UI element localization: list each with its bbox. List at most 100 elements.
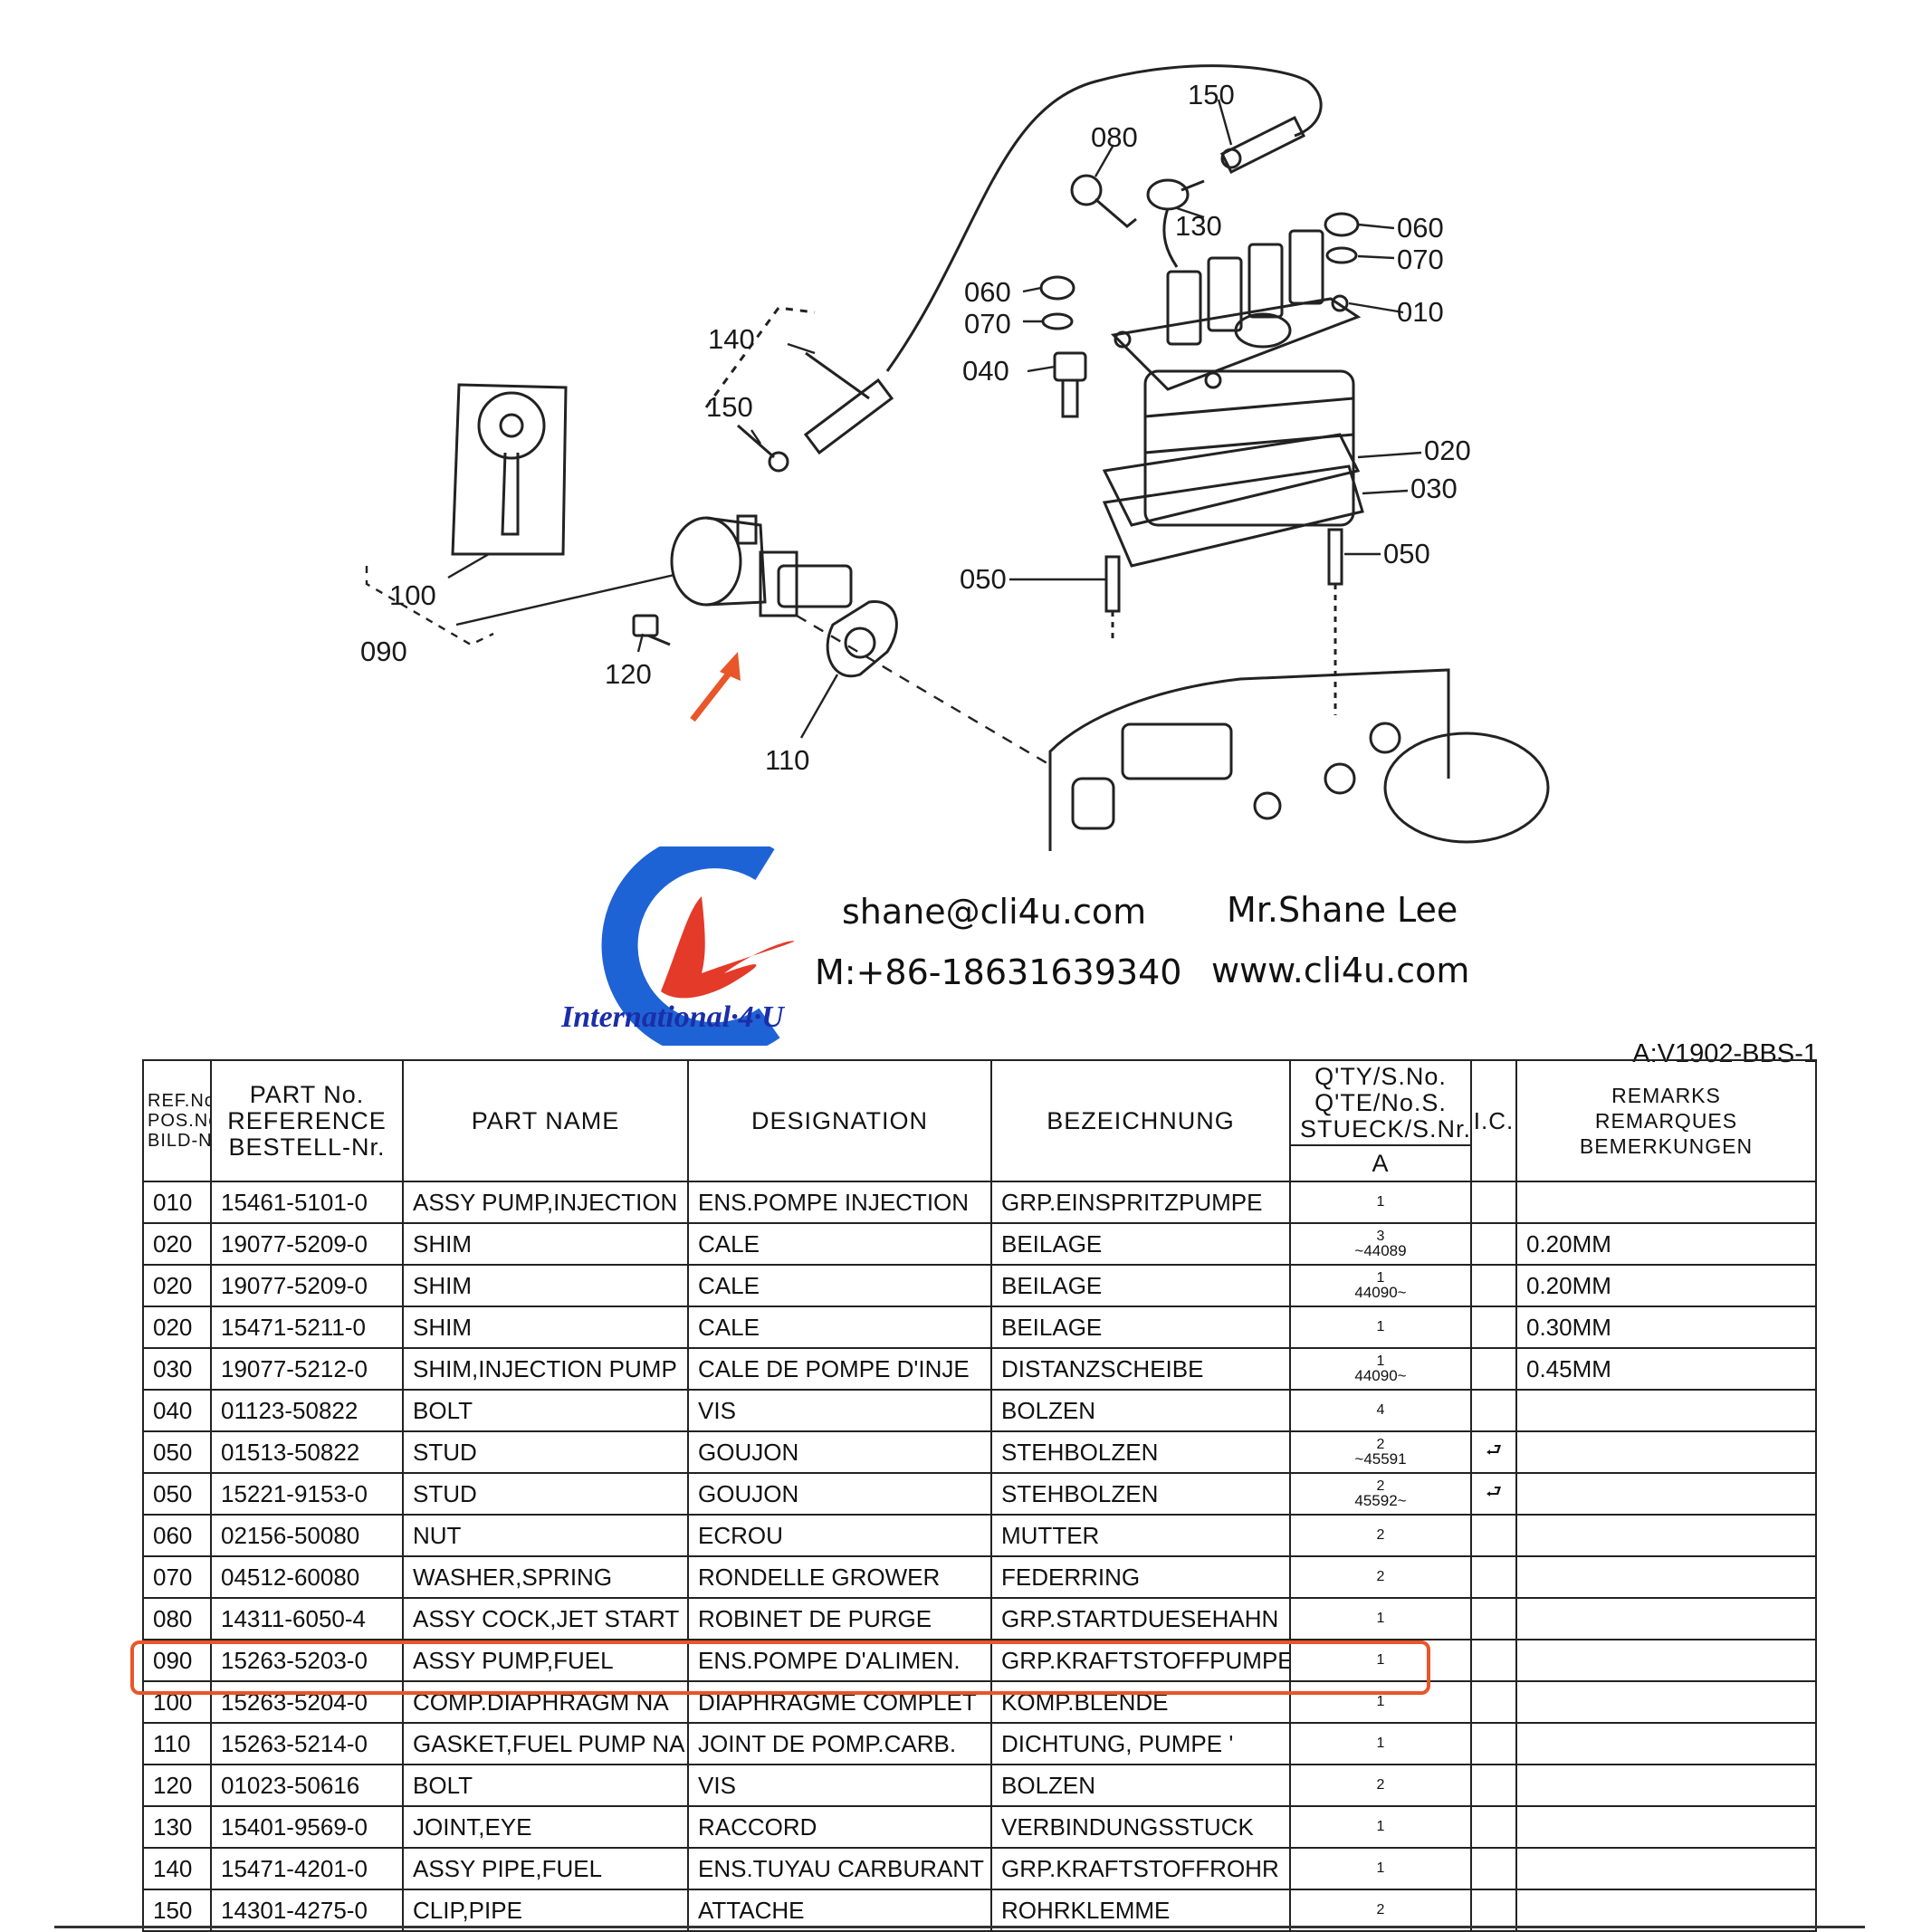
cell-remarks bbox=[1515, 1555, 1817, 1599]
cell-remarks bbox=[1515, 1472, 1817, 1516]
cell-part-no: 02156-50080 bbox=[210, 1514, 404, 1557]
cell-part-name: ASSY PIPE,FUEL bbox=[402, 1847, 689, 1890]
cell-part-no: 01123-50822 bbox=[210, 1389, 404, 1432]
cell-part-no: 04512-60080 bbox=[210, 1555, 404, 1599]
cell-ic bbox=[1470, 1222, 1517, 1266]
cell-qty: 4 bbox=[1289, 1389, 1472, 1432]
qty-value: 2 bbox=[1376, 1902, 1385, 1918]
cell-bezeichnung: BOLZEN bbox=[990, 1389, 1291, 1432]
cell-ic bbox=[1470, 1264, 1517, 1307]
cell-designation: RACCORD bbox=[687, 1805, 992, 1849]
cell-remarks bbox=[1515, 1597, 1817, 1640]
cell-ic bbox=[1470, 1347, 1517, 1391]
cell-ref: 020 bbox=[142, 1264, 212, 1307]
cell-part-no: 01023-50616 bbox=[210, 1764, 404, 1807]
callout-140: 140 bbox=[708, 323, 755, 355]
shim-plate-020 bbox=[1102, 433, 1361, 527]
contact-website[interactable]: www.cli4u.com bbox=[1211, 951, 1470, 990]
cell-ref: 020 bbox=[142, 1306, 212, 1349]
callout-100: 100 bbox=[389, 579, 436, 611]
cell-part-name: ASSY PUMP,INJECTION bbox=[402, 1181, 689, 1224]
brand-logo bbox=[601, 846, 795, 1046]
gasket-110 bbox=[826, 600, 898, 678]
cell-part-name: ASSY COCK,JET START bbox=[402, 1597, 689, 1640]
qty-value: 1 bbox=[1376, 1694, 1385, 1709]
contact-email[interactable]: shane@cli4u.com bbox=[842, 892, 1147, 932]
shim-plate-030 bbox=[1102, 464, 1364, 568]
brand-name: International·4·U bbox=[561, 1000, 784, 1034]
cell-ref: 110 bbox=[142, 1722, 212, 1765]
cell-part-no: 19077-5212-0 bbox=[210, 1347, 404, 1391]
cell-remarks bbox=[1515, 1639, 1817, 1682]
cell-bezeichnung: FEDERRING bbox=[990, 1555, 1291, 1599]
cell-part-no: 19077-5209-0 bbox=[210, 1222, 404, 1266]
cell-ic bbox=[1470, 1597, 1517, 1640]
callout-090: 090 bbox=[360, 636, 407, 667]
qty-value: 2 bbox=[1376, 1437, 1385, 1452]
cell-part-name: STUD bbox=[402, 1472, 689, 1516]
nut-060-left bbox=[1039, 275, 1075, 301]
bolt-040 bbox=[1053, 351, 1087, 418]
qty-value: 1 bbox=[1376, 1319, 1385, 1334]
cell-bezeichnung: BEILAGE bbox=[990, 1264, 1291, 1307]
diaphragm-100-box bbox=[451, 383, 568, 556]
cell-qty: 1 bbox=[1289, 1722, 1472, 1765]
callout-150-top: 150 bbox=[1188, 79, 1235, 110]
cell-part-name: WASHER,SPRING bbox=[402, 1555, 689, 1599]
cell-designation: ATTACHE bbox=[687, 1889, 992, 1932]
serial-range: ~45591 bbox=[1354, 1450, 1407, 1468]
cell-remarks bbox=[1515, 1680, 1817, 1724]
header-qty: Q'TY/S.No.Q'TE/No.S.STUECK/S.Nr. bbox=[1289, 1059, 1472, 1146]
cell-bezeichnung: DICHTUNG, PUMPE ' bbox=[990, 1722, 1291, 1765]
nut-060-right bbox=[1324, 212, 1360, 237]
cell-qty: 2 bbox=[1289, 1514, 1472, 1557]
cell-ic bbox=[1470, 1722, 1517, 1765]
serial-range: 44090~ bbox=[1354, 1367, 1407, 1384]
cell-remarks bbox=[1515, 1389, 1817, 1432]
cell-bezeichnung: ROHRKLEMME bbox=[990, 1889, 1291, 1932]
cell-designation: VIS bbox=[687, 1764, 992, 1807]
injection-pump bbox=[1110, 229, 1362, 527]
jet-start-cock-080 bbox=[1070, 174, 1137, 228]
cell-ic bbox=[1470, 1555, 1517, 1599]
cell-remarks bbox=[1515, 1722, 1817, 1765]
serial-range: ~44089 bbox=[1354, 1242, 1407, 1259]
stud-right bbox=[1327, 528, 1343, 586]
washer-070-left bbox=[1041, 312, 1074, 330]
header-ref: REF.No.POS.No.BILD-Nr. bbox=[142, 1059, 212, 1182]
cell-part-name: STUD bbox=[402, 1430, 689, 1474]
cell-bezeichnung: VERBINDUNGSSTUCK bbox=[990, 1805, 1291, 1849]
fuel-hose-upper bbox=[1219, 115, 1306, 175]
callout-130: 130 bbox=[1175, 210, 1222, 242]
cell-bezeichnung: DISTANZSCHEIBE bbox=[990, 1347, 1291, 1391]
cell-ic bbox=[1470, 1680, 1517, 1724]
fuel-return-line bbox=[885, 64, 1323, 372]
cell-part-no: 15263-5214-0 bbox=[210, 1722, 404, 1765]
qty-value: 2 bbox=[1376, 1777, 1385, 1793]
callout-150-bottom: 150 bbox=[706, 391, 753, 423]
cell-qty: 2 bbox=[1289, 1555, 1472, 1599]
cell-part-name: SHIM bbox=[402, 1264, 689, 1307]
cell-ref: 010 bbox=[142, 1181, 212, 1224]
cell-designation: CALE bbox=[687, 1264, 992, 1307]
cell-ref: 090 bbox=[142, 1639, 212, 1682]
cell-qty: 1 bbox=[1289, 1639, 1472, 1682]
cell-part-name: SHIM bbox=[402, 1222, 689, 1266]
cell-bezeichnung: STEHBOLZEN bbox=[990, 1430, 1291, 1474]
cell-bezeichnung: GRP.EINSPRITZPUMPE bbox=[990, 1181, 1291, 1224]
serial-range: 44090~ bbox=[1354, 1284, 1407, 1301]
cell-part-name: NUT bbox=[402, 1514, 689, 1557]
cell-ref: 120 bbox=[142, 1764, 212, 1807]
washer-070-right bbox=[1325, 246, 1358, 264]
cell-part-no: 19077-5209-0 bbox=[210, 1264, 404, 1307]
cell-ic bbox=[1470, 1889, 1517, 1932]
fuel-pump-090 bbox=[670, 514, 853, 617]
